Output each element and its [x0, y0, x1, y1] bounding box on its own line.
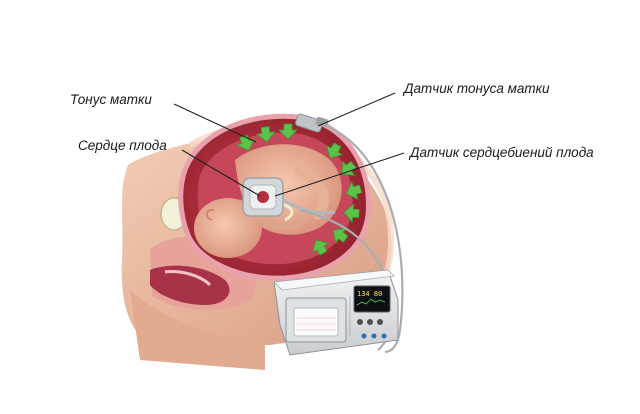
label-uterine-tone: Тонус матки [70, 92, 152, 107]
monitor-screen-readout: 134 80 [357, 290, 382, 298]
label-fetal-heart: Сердце плода [78, 138, 167, 153]
label-heartbeat-sensor: Датчик сердцебиений плода [408, 145, 594, 160]
fetal-monitor-device [273, 269, 399, 356]
heartbeat-sensor-pad [242, 177, 336, 217]
label-tone-sensor: Датчик тонуса матки [402, 81, 550, 96]
uterine-tone-arrows [236, 123, 363, 256]
leader-lines [173, 92, 405, 197]
